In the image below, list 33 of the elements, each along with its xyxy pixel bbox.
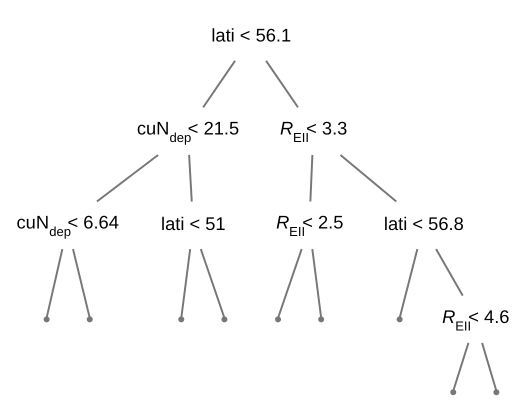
node-point: [450, 389, 456, 396]
connector: [199, 248, 224, 318]
node-point: [492, 389, 499, 396]
connector: [310, 248, 322, 318]
node-point: [396, 316, 402, 322]
node-point: [178, 316, 184, 322]
connector: [452, 342, 469, 390]
connector: [96, 154, 158, 202]
connector: [188, 154, 192, 202]
connector: [480, 342, 496, 390]
node-text: lati < 51: [160, 213, 226, 234]
connector: [398, 248, 418, 318]
connector: [434, 248, 464, 296]
node-point: [274, 316, 281, 322]
node-text: R$_{EII}$< 4.6: [442, 306, 509, 334]
connector: [264, 60, 298, 108]
node-point: [220, 316, 227, 322]
connector: [339, 154, 396, 202]
node-text: lati < 56.8: [383, 213, 464, 234]
node-text: R$_{EII}$< 2.5: [276, 212, 343, 240]
node-point: [318, 316, 324, 322]
connector: [72, 248, 90, 318]
connector: [308, 154, 313, 202]
connector: [202, 60, 236, 108]
connector: [276, 248, 302, 318]
node-point: [86, 316, 92, 322]
node-text: cuN$_{dep}$< 21.5: [136, 118, 239, 146]
connector: [180, 248, 191, 318]
node-text: cuN$_{dep}$< 6.64: [16, 212, 118, 240]
node-text: R$_{EII}$< 3.3: [279, 118, 347, 146]
node-text: lati < 56.1: [210, 24, 291, 46]
connector: [45, 248, 63, 318]
node-point: [43, 316, 50, 322]
